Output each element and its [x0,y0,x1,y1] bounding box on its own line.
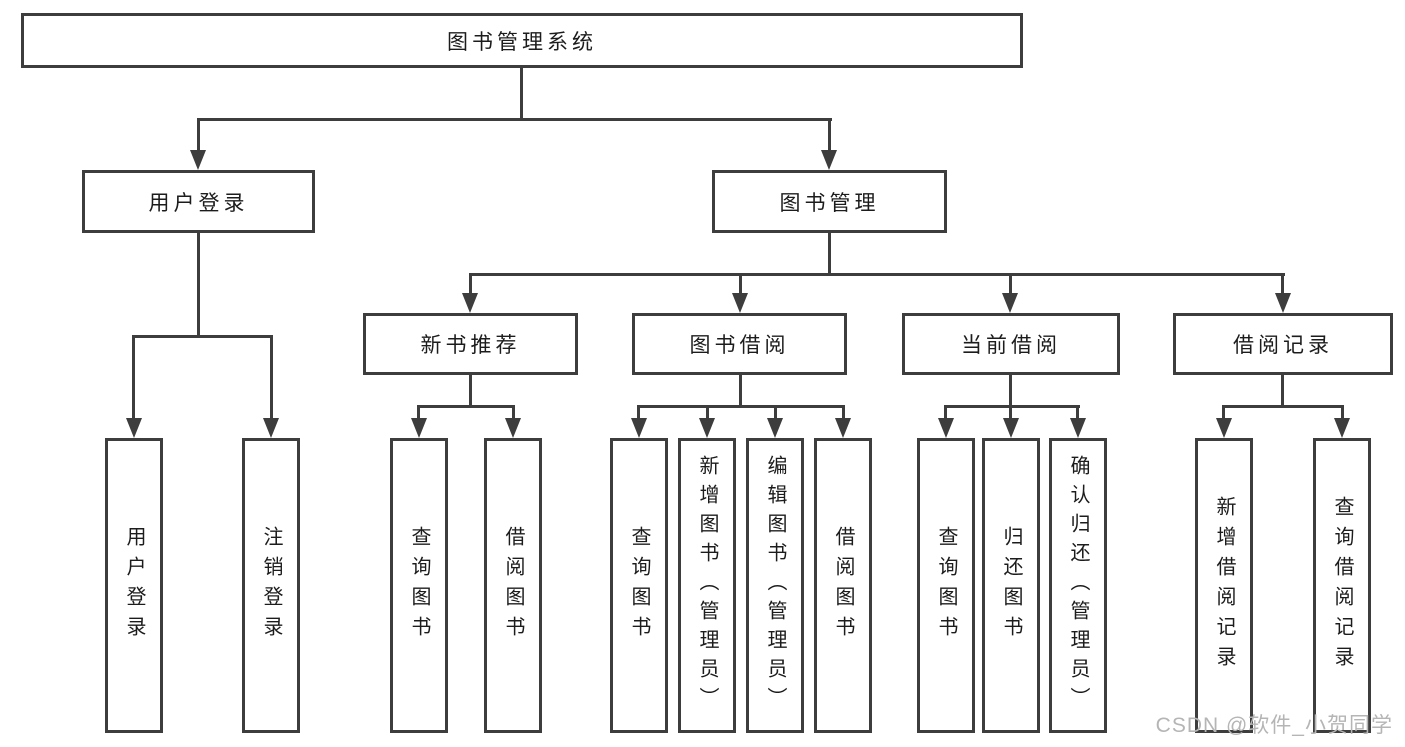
arrowhead-bb-leaf2 [699,418,715,438]
arrowhead-br-leaf2 [1334,418,1350,438]
leaf-bb-edit-book-admin: 编辑图书（管理员） [746,438,804,733]
leaf-nb-query-book-label: 查询图书 [408,525,430,646]
leaf-br-add-record: 新增借阅记录 [1195,438,1253,733]
connector-book-mgmt-hbar [469,273,1285,276]
connector-stem-new-book [469,273,472,295]
connector-book-borrow-vline [739,375,742,405]
connector-stem-record [1281,273,1284,295]
node-borrow-record: 借阅记录 [1173,313,1393,375]
leaf-nb-borrow-book: 借阅图书 [484,438,542,733]
csdn-watermark: CSDN @软件_小贺同学 [1155,714,1393,737]
leaf-cb-query-book: 查询图书 [917,438,975,733]
connector-stem-bb-leaf1 [637,405,640,420]
leaf-nb-query-book: 查询图书 [390,438,448,733]
leaf-cb-return-book: 归还图书 [982,438,1040,733]
arrowhead-borrow [732,293,748,313]
arrowhead-br-leaf1 [1216,418,1232,438]
leaf-br-query-record-label: 查询借阅记录 [1331,495,1353,676]
leaf-nb-borrow-book-label: 借阅图书 [502,525,524,646]
node-user-login-label: 用户登录 [148,191,249,215]
connector-stem-bb-leaf4 [842,405,845,420]
arrowhead-cb-leaf3 [1070,418,1086,438]
arrowhead-bb-leaf3 [767,418,783,438]
leaf-bb-add-book-admin: 新增图书（管理员） [678,438,736,733]
connector-stem-user-login [197,118,200,152]
leaf-logout-label: 注销登录 [260,525,282,646]
leaf-br-query-record: 查询借阅记录 [1313,438,1371,733]
leaf-br-add-record-label: 新增借阅记录 [1213,495,1235,676]
connector-record-vline [1281,375,1284,405]
node-book-borrow: 图书借阅 [632,313,847,375]
connector-record-hbar [1222,405,1344,408]
connector-stem-current [1009,273,1012,295]
leaf-logout: 注销登录 [242,438,300,733]
connector-stem-cb-leaf2 [1009,405,1012,420]
leaf-cb-query-book-label: 查询图书 [935,525,957,646]
connector-new-book-hbar [417,405,515,408]
connector-stem-nb-leaf1 [417,405,420,420]
leaf-bb-edit-book-admin-label: 编辑图书（管理员） [764,455,786,716]
arrowhead-record [1275,293,1291,313]
connector-root-vline [520,68,523,121]
node-book-borrow-label: 图书借阅 [689,334,790,357]
node-library-system-label: 图书管理系统 [447,30,597,54]
connector-new-book-vline [469,375,472,405]
connector-user-login-hbar [132,335,273,338]
connector-current-vline [1009,375,1012,405]
connector-book-mgmt-vline [828,233,831,275]
leaf-cb-return-book-label: 归还图书 [1000,525,1022,646]
leaf-cb-confirm-return-admin: 确认归还（管理员） [1049,438,1107,733]
connector-stem-cb-leaf3 [1076,405,1079,420]
leaf-bb-borrow-book: 借阅图书 [814,438,872,733]
arrowhead-current [1002,293,1018,313]
leaf-cb-confirm-return-admin-label: 确认归还（管理员） [1067,455,1089,716]
leaf-user-login: 用户登录 [105,438,163,733]
arrowhead-logout-leaf [263,418,279,438]
leaf-bb-query-book-label: 查询图书 [628,525,650,646]
connector-stem-bb-leaf2 [706,405,709,420]
connector-user-login-vline [197,233,200,337]
connector-stem-borrow [739,273,742,295]
arrowhead-cb-leaf2 [1003,418,1019,438]
connector-stem-bb-leaf3 [774,405,777,420]
connector-current-hbar [944,405,1080,408]
connector-stem-cb-leaf1 [944,405,947,420]
connector-stem-br-leaf1 [1222,405,1225,420]
connector-stem-nb-leaf2 [512,405,515,420]
arrowhead-nb-leaf2 [505,418,521,438]
node-current-borrow-label: 当前借阅 [961,334,1061,357]
arrowhead-bb-leaf4 [835,418,851,438]
node-new-book-rec: 新书推荐 [363,313,578,375]
connector-stem-login-leaf [132,335,135,420]
connector-stem-br-leaf2 [1341,405,1344,420]
arrowhead-user-login [190,150,206,170]
node-new-book-rec-label: 新书推荐 [420,334,521,357]
arrowhead-new-book [462,293,478,313]
arrowhead-login-leaf [126,418,142,438]
connector-stem-book-mgmt [828,118,831,152]
leaf-bb-query-book: 查询图书 [610,438,668,733]
connector-root-hbar [197,118,832,121]
arrowhead-cb-leaf1 [938,418,954,438]
node-library-system: 图书管理系统 [21,13,1023,68]
node-user-login: 用户登录 [82,170,315,233]
leaf-bb-borrow-book-label: 借阅图书 [832,525,854,646]
node-book-mgmt-label: 图书管理 [779,191,880,215]
arrowhead-nb-leaf1 [411,418,427,438]
connector-book-borrow-hbar [637,405,845,408]
connector-stem-logout-leaf [270,335,273,420]
arrowhead-bb-leaf1 [631,418,647,438]
arrowhead-book-mgmt [821,150,837,170]
node-current-borrow: 当前借阅 [902,313,1120,375]
node-borrow-record-label: 借阅记录 [1233,334,1333,357]
leaf-user-login-label: 用户登录 [123,525,145,646]
leaf-bb-add-book-admin-label: 新增图书（管理员） [696,455,718,716]
node-book-mgmt: 图书管理 [712,170,947,233]
